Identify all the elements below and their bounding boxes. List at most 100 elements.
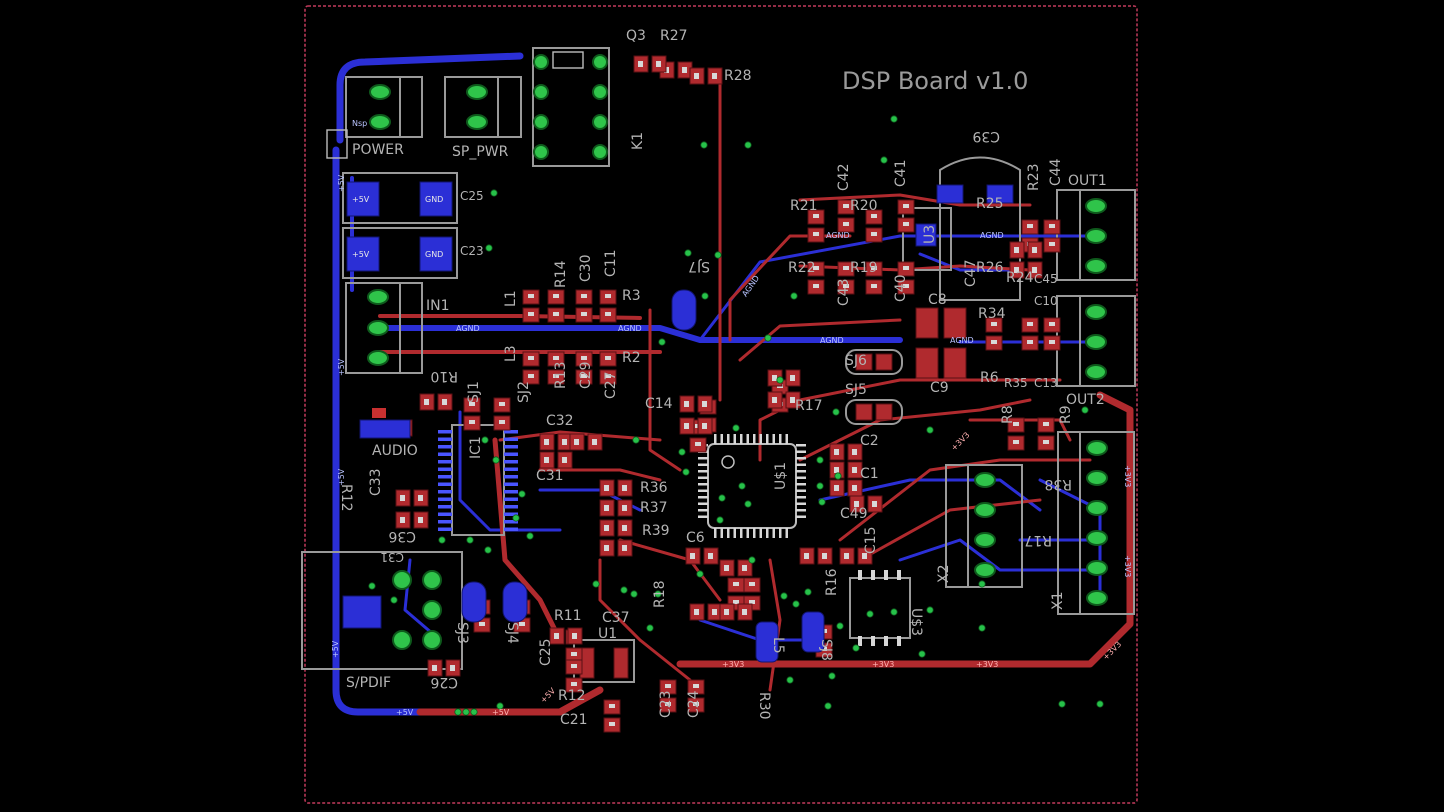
pin (871, 636, 875, 646)
ic-u1[interactable]: U1 (573, 626, 635, 683)
pad-highlight (790, 375, 795, 381)
pad-highlight (843, 266, 849, 270)
pad-highlight (733, 600, 739, 604)
svg-text:R17: R17 (795, 398, 823, 414)
svg-text:+5V: +5V (396, 708, 414, 717)
pad-highlight (903, 284, 909, 288)
pad-highlight (852, 467, 857, 473)
relay-k1[interactable]: K1 (532, 47, 646, 167)
pin (746, 528, 749, 538)
pad-highlight (1013, 422, 1019, 426)
electrolytic-c39[interactable]: C39 (936, 128, 1021, 301)
via (462, 708, 470, 716)
via (926, 426, 934, 434)
svg-text:C36: C36 (388, 528, 416, 544)
svg-text:+3V3: +3V3 (1123, 465, 1132, 487)
pin (504, 452, 518, 456)
svg-text:C32: C32 (546, 413, 574, 429)
via (1058, 700, 1066, 708)
svg-text:IC1: IC1 (468, 436, 484, 459)
pad-highlight (742, 609, 747, 615)
via (470, 708, 478, 716)
svg-text:C8: C8 (928, 292, 947, 308)
svg-text:Nsp: Nsp (352, 119, 367, 128)
connector-out2[interactable]: OUT2 (1056, 295, 1136, 408)
pad-highlight (702, 401, 707, 407)
pad-highlight (1027, 322, 1033, 326)
pin (796, 489, 806, 492)
pin (733, 528, 736, 538)
svg-text:U$3: U$3 (908, 608, 924, 636)
svg-text:+3V3: +3V3 (1123, 555, 1132, 577)
pad-highlight (852, 449, 857, 455)
svg-text:+3V3: +3V3 (872, 660, 894, 669)
connector-x1[interactable]: X1 +3V3 +3V3 (1050, 431, 1135, 615)
via (786, 676, 794, 684)
svg-text:C15: C15 (863, 526, 879, 554)
via (390, 596, 398, 604)
pin (796, 470, 806, 473)
connector-sp-pwr[interactable]: SP_PWR (444, 76, 522, 160)
pin (753, 528, 756, 538)
pin (504, 475, 518, 479)
connector-in1[interactable]: IN1 (345, 282, 450, 374)
ic-ic1[interactable]: IC1 (438, 424, 518, 536)
svg-text:L1: L1 (503, 290, 519, 307)
ic-us1[interactable]: U$1 (698, 434, 806, 538)
connector-out1[interactable]: OUT1 (1056, 173, 1136, 281)
svg-text:C23: C23 (460, 244, 484, 258)
pad-highlight (442, 399, 447, 405)
pad-highlight (562, 439, 567, 445)
pad-highlight (834, 467, 839, 473)
svg-text:+3V3: +3V3 (976, 660, 998, 669)
pad-highlight (609, 722, 615, 726)
svg-text:R34: R34 (978, 306, 1006, 322)
via (592, 580, 600, 588)
pin (504, 482, 518, 486)
pin (504, 467, 518, 471)
pin (796, 457, 806, 460)
via (732, 424, 740, 432)
svg-text:C37: C37 (602, 610, 630, 626)
svg-text:AUDIO: AUDIO (372, 443, 418, 459)
pad-highlight (1049, 242, 1055, 246)
pad-highlight (903, 266, 909, 270)
ic-us3[interactable]: U$3 (849, 570, 924, 646)
label-out1: OUT1 (1068, 173, 1107, 189)
svg-text:R3: R3 (622, 288, 641, 304)
pad-highlight (528, 312, 534, 316)
pin (759, 528, 762, 538)
pad-highlight (872, 501, 877, 507)
svg-text:SJ1: SJ1 (466, 381, 482, 403)
pad-highlight (991, 322, 997, 326)
svg-text:U$1: U$1 (773, 462, 789, 490)
pad-highlight (605, 312, 611, 316)
connector-spdif[interactable]: S/PDIF C31 +5V (301, 550, 463, 691)
via (700, 141, 708, 149)
via (1096, 700, 1104, 708)
via (490, 189, 498, 197)
svg-text:X2: X2 (936, 565, 952, 584)
pad-highlight (479, 622, 485, 626)
pin (438, 482, 452, 486)
svg-text:R30: R30 (756, 692, 772, 720)
pad-highlight (528, 356, 534, 360)
pad-highlight (682, 67, 687, 73)
connector-power[interactable]: POWER Nsp (326, 76, 423, 159)
via (454, 708, 462, 716)
ic-u3[interactable]: U3 (902, 207, 952, 271)
svg-text:C25: C25 (460, 189, 484, 203)
solder-jumper-outline (845, 349, 903, 375)
connector-x2[interactable]: X2 (936, 464, 1023, 588)
pad-highlight (804, 553, 809, 559)
pad-highlight (834, 449, 839, 455)
smd-pad (943, 347, 967, 379)
svg-text:C43: C43 (836, 278, 852, 306)
via (852, 644, 860, 652)
pin (858, 570, 862, 580)
pad-highlight (571, 652, 577, 656)
svg-text:GND: GND (425, 195, 443, 204)
svg-text:SJ4: SJ4 (504, 622, 520, 644)
svg-text:+5V: +5V (539, 686, 558, 705)
via (738, 482, 746, 490)
